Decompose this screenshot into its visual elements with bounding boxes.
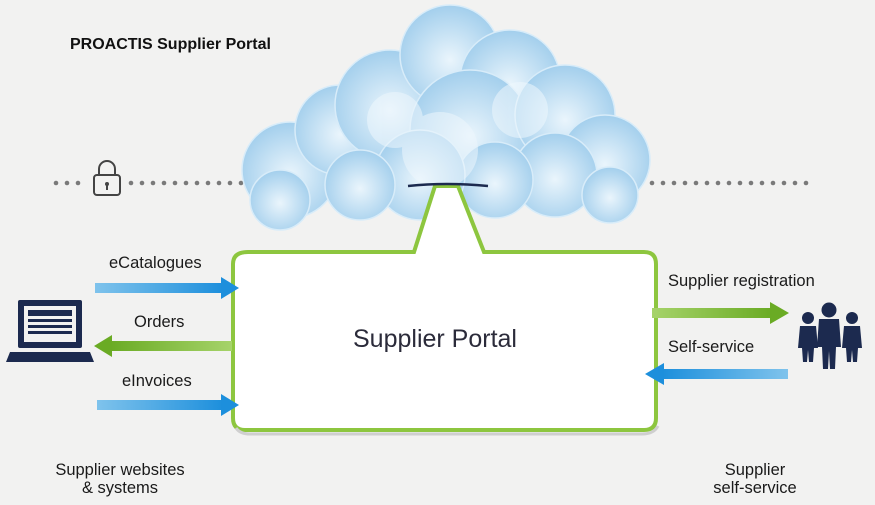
left-caption: Supplier websites & systems	[30, 461, 210, 497]
self-service-label: Self-service	[668, 338, 755, 356]
einvoices-label: eInvoices	[122, 372, 192, 390]
right-caption-line1: Supplier	[724, 461, 786, 479]
people-icon	[798, 302, 862, 369]
laptop-icon	[6, 300, 94, 362]
portal-box-shadow	[234, 425, 660, 436]
right-caption-line2: self-service	[713, 479, 797, 497]
cloud-highlight	[367, 82, 548, 188]
dotted-boundary-left	[53, 180, 244, 186]
supplier-registration-arrow	[652, 302, 789, 324]
orders-arrow	[94, 335, 232, 357]
supplier-registration-label: Supplier registration	[668, 272, 815, 290]
orders-label: Orders	[134, 313, 185, 331]
left-caption-line2: & systems	[81, 479, 159, 497]
left-caption-line1: Supplier websites	[55, 461, 185, 479]
lock-icon	[93, 160, 121, 196]
cloud-notch	[407, 182, 489, 188]
portal-box	[231, 184, 658, 432]
einvoices-arrow	[97, 394, 239, 416]
ecatalogues-label: eCatalogues	[109, 254, 202, 272]
self-service-arrow	[645, 363, 788, 385]
dotted-boundary-right	[649, 180, 809, 186]
portal-label: Supplier Portal	[353, 325, 517, 353]
diagram-title: PROACTIS Supplier Portal	[70, 36, 271, 53]
ecatalogues-arrow	[95, 277, 239, 299]
right-caption: Supplier self-service	[690, 461, 820, 497]
